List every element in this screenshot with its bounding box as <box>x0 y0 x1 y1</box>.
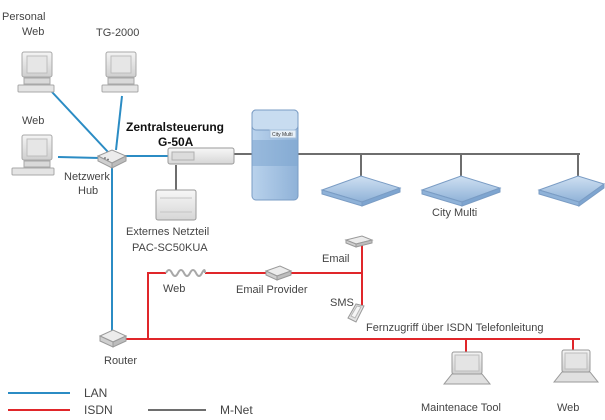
maintenance-laptop-icon <box>442 351 492 385</box>
personal-web-pc-icon <box>17 51 55 93</box>
network-hub-icon <box>96 149 128 169</box>
city-multi-label: City Multi <box>432 207 477 219</box>
web-laptop-icon <box>552 349 600 383</box>
psu-label-1: Externes Netzteil <box>126 226 209 238</box>
personal-web-label-2: Web <box>22 26 44 38</box>
lan-link-personal-web <box>51 91 109 153</box>
tg2000-label: TG-2000 <box>96 27 139 39</box>
hub-label-2: Hub <box>78 185 98 197</box>
web-modem-icon <box>165 269 206 277</box>
lan-link-tg2000 <box>115 95 123 151</box>
remote-access-label: Fernzugriff über ISDN Telefonleitung <box>366 322 544 334</box>
mnet-connections <box>175 153 580 190</box>
tg2000-pc-icon <box>101 51 139 93</box>
controller-label-2: G-50A <box>158 135 194 149</box>
legend: LAN ISDN M-Net <box>8 386 253 417</box>
indoor-cassette-1-icon <box>320 175 402 207</box>
legend-isdn-label: ISDN <box>84 403 113 417</box>
web-pc-label: Web <box>22 115 44 127</box>
sms-phone-icon <box>347 303 365 323</box>
outdoor-unit-icon: City Multi <box>251 109 299 201</box>
psu-label-2: PAC-SC50KUA <box>132 242 208 254</box>
isdn-main <box>147 272 166 339</box>
maintenance-tool-label: Maintenace Tool <box>421 402 501 414</box>
lan-link-web-pc <box>57 156 101 159</box>
email-label: Email <box>322 253 350 265</box>
hub-label-1: Netzwerk <box>64 171 110 183</box>
email-provider-label: Email Provider <box>236 284 308 296</box>
router-icon <box>98 329 128 348</box>
legend-lan-label: LAN <box>84 386 107 400</box>
lan-connections <box>51 91 168 333</box>
legend-mnet-label: M-Net <box>220 403 253 417</box>
indoor-cassette-3-icon <box>537 175 605 207</box>
router-label: Router <box>104 355 137 367</box>
personal-web-label-1: Personal <box>2 11 45 23</box>
indoor-cassette-2-icon <box>420 175 502 207</box>
web-pc-icon <box>11 134 55 176</box>
central-controller-icon <box>167 147 235 165</box>
web-laptop-label: Web <box>557 402 579 414</box>
email-device-icon <box>344 235 374 248</box>
email-provider-icon <box>264 265 293 281</box>
outdoor-unit-badge: City Multi <box>272 132 293 138</box>
web-modem-label: Web <box>163 283 185 295</box>
sms-label: SMS <box>330 297 354 309</box>
controller-label-1: Zentralsteuerung <box>126 120 224 134</box>
power-supply-icon <box>155 189 197 221</box>
